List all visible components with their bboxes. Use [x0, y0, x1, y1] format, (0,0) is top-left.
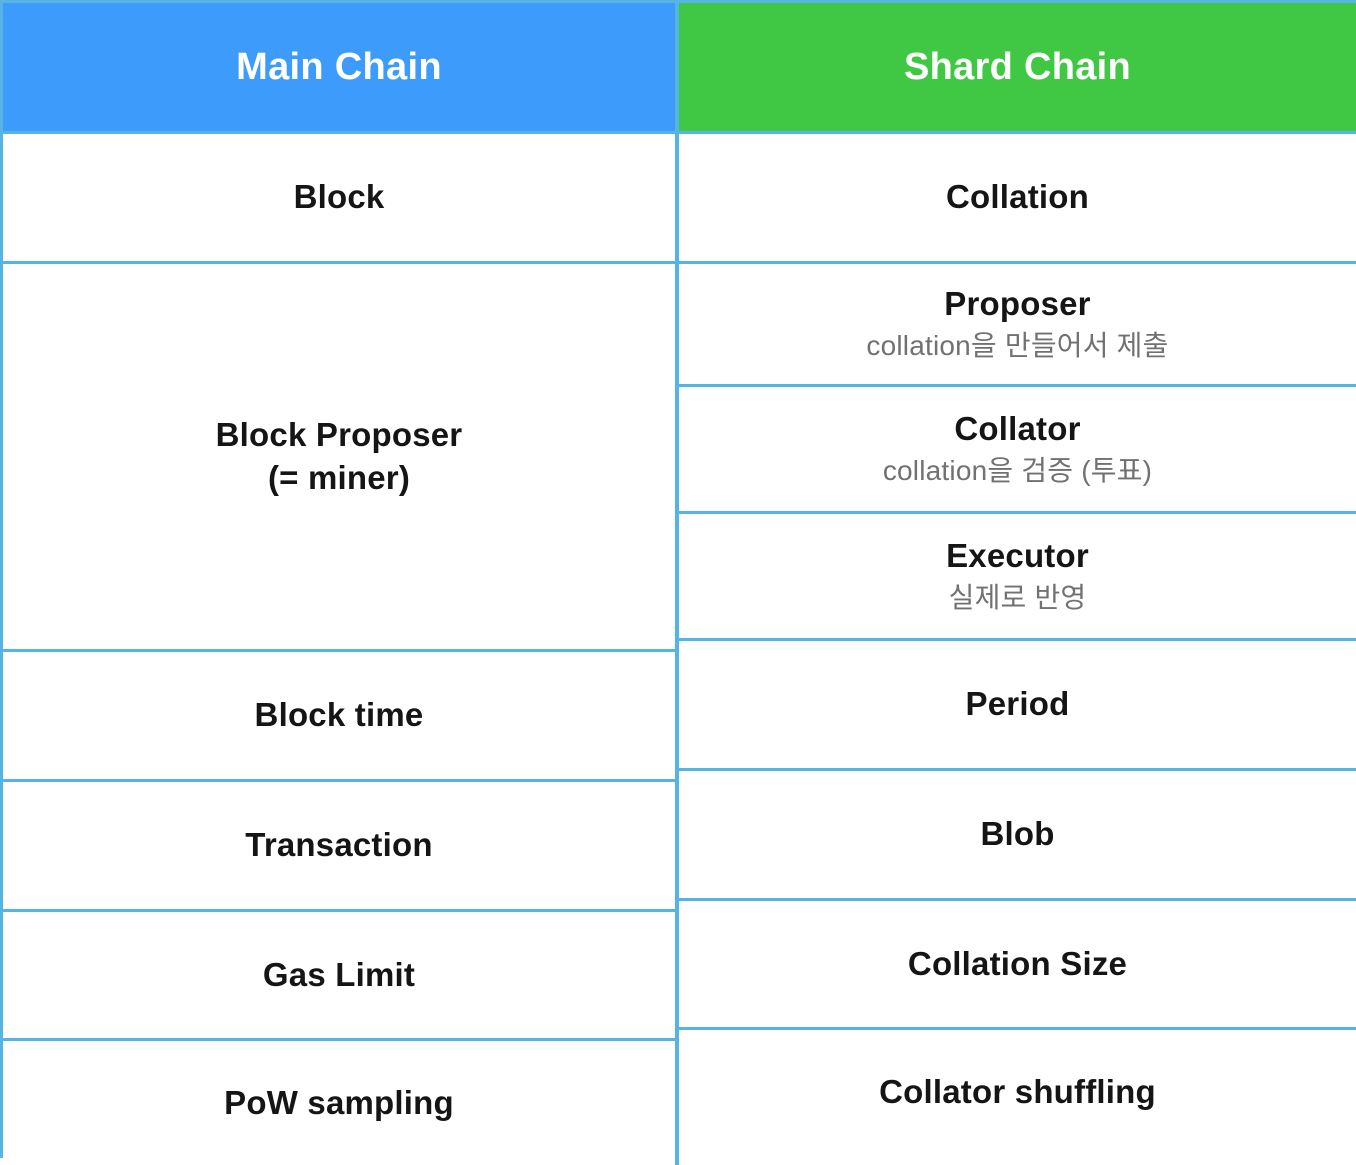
table-row: Block Proposer (= miner)	[3, 261, 675, 649]
column-shard-chain: Collation Proposer collation을 만들어서 제출 Co…	[679, 131, 1356, 1165]
cell-subtitle: collation을 검증 (투표)	[882, 455, 1153, 487]
table-row: Gas Limit	[3, 909, 675, 1038]
cell-title-secondline: (= miner)	[267, 458, 411, 496]
cell-title: Period	[965, 685, 1070, 723]
cell-title: Collator shuffling	[879, 1072, 1156, 1110]
cell-title: Transaction	[245, 826, 433, 864]
cell-title: Collation Size	[907, 944, 1128, 982]
cell-subtitle: 실제로 반영	[948, 582, 1087, 614]
cell-title: Blob	[980, 815, 1055, 853]
table-row: Block	[3, 131, 675, 261]
column-header-main-chain-label: Main Chain	[236, 45, 442, 88]
table-row-collator: Collator collation을 검증 (투표)	[679, 384, 1356, 511]
cell-title: PoW sampling	[224, 1083, 454, 1121]
table-row: Blob	[679, 768, 1356, 898]
column-header-main-chain: Main Chain	[3, 3, 679, 131]
table-row: Collation	[679, 131, 1356, 261]
cell-title: Executor	[946, 537, 1089, 575]
cell-title: Block	[293, 178, 385, 216]
table-row: Collator shuffling	[679, 1027, 1356, 1154]
cell-title: Proposer	[944, 285, 1091, 323]
cell-title: Block time	[254, 696, 424, 734]
table-row: Period	[679, 638, 1356, 768]
table-row: Collation Size	[679, 898, 1356, 1027]
table-row-executor: Executor 실제로 반영	[679, 511, 1356, 638]
table-row: PoW sampling	[3, 1038, 675, 1165]
table-body: Block Block Proposer (= miner) Block tim…	[3, 131, 1356, 1165]
table-header-row: Main Chain Shard Chain	[3, 3, 1356, 131]
cell-subtitle: collation을 만들어서 제출	[866, 330, 1169, 362]
cell-title: Block Proposer	[215, 416, 463, 454]
cell-title: Collation	[946, 178, 1089, 216]
column-main-chain: Block Block Proposer (= miner) Block tim…	[3, 131, 679, 1165]
column-header-shard-chain: Shard Chain	[679, 3, 1356, 131]
cell-title: Gas Limit	[262, 955, 416, 993]
table-row: Block time	[3, 649, 675, 779]
table-row: Transaction	[3, 779, 675, 909]
column-header-shard-chain-label: Shard Chain	[903, 45, 1132, 88]
table-row-proposer: Proposer collation을 만들어서 제출	[679, 261, 1356, 384]
cell-title: Collator	[954, 410, 1081, 448]
